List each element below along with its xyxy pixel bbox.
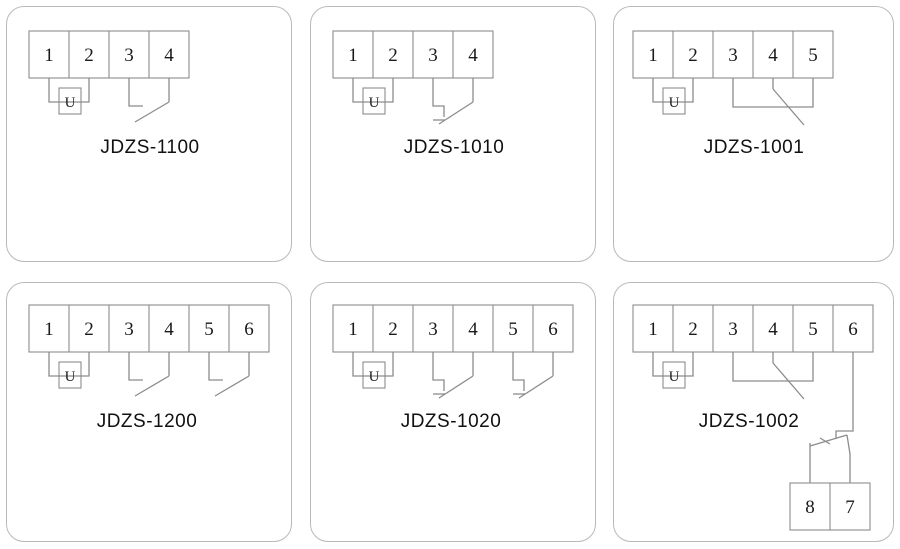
coil-label: U	[369, 95, 380, 111]
coil-symbol: U	[352, 352, 394, 389]
coil-label: U	[669, 369, 680, 385]
contact-normally-closed	[432, 78, 474, 125]
terminal-number: 5	[204, 319, 214, 340]
terminal-number: 2	[688, 45, 698, 66]
terminal-number: 1	[348, 319, 358, 340]
terminal-block: 1 2 3 4	[28, 30, 190, 79]
terminal-number: 1	[44, 319, 54, 340]
terminal-number: 4	[164, 319, 174, 340]
terminal-number: 6	[848, 319, 858, 340]
terminal-number: 3	[124, 319, 134, 340]
terminal-number: 1	[348, 45, 358, 66]
model-label: JDZS-1020	[401, 411, 502, 432]
panel-jdzs-1010: 1 2 3 4 U JDZS-1010	[310, 6, 596, 262]
coil-symbol: U	[652, 352, 694, 389]
terminal-number: 5	[508, 319, 518, 340]
terminal-number: 2	[388, 319, 398, 340]
terminal-number: 4	[768, 319, 778, 340]
contact-normally-open	[128, 78, 170, 123]
coil-label: U	[369, 369, 380, 385]
contact-normally-closed-1	[432, 352, 474, 399]
terminal-number: 5	[808, 45, 818, 66]
model-label: JDZS-1100	[100, 137, 199, 158]
terminal-number: 8	[805, 497, 815, 518]
coil-label: U	[669, 95, 680, 111]
coil-label: U	[65, 95, 76, 111]
aux-contact-normally-closed	[809, 352, 854, 483]
coil-label: U	[65, 369, 76, 385]
terminal-number: 7	[845, 497, 855, 518]
contact-changeover	[732, 352, 814, 400]
terminal-number: 4	[468, 319, 478, 340]
terminal-block: 1 2 3 4 5 6	[632, 304, 874, 353]
terminal-number: 4	[468, 45, 478, 66]
terminal-block: 1 2 3 4 5 6	[28, 304, 270, 353]
contact-normally-open-1	[128, 352, 170, 397]
terminal-number: 2	[84, 319, 94, 340]
contact-changeover	[732, 78, 814, 126]
panel-jdzs-1020: 1 2 3 4 5 6 U JDZS-1020	[310, 282, 596, 542]
terminal-number: 3	[428, 45, 438, 66]
terminal-number: 3	[728, 45, 738, 66]
terminal-number: 2	[84, 45, 94, 66]
terminal-number: 3	[124, 45, 134, 66]
terminal-block: 1 2 3 4 5	[632, 30, 834, 79]
terminal-block: 1 2 3 4 5 6	[332, 304, 574, 353]
terminal-number: 1	[648, 319, 658, 340]
coil-symbol: U	[48, 352, 90, 389]
terminal-number: 4	[768, 45, 778, 66]
terminal-number: 1	[44, 45, 54, 66]
terminal-number: 3	[728, 319, 738, 340]
panel-jdzs-1100: 1 2 3 4 U JDZS-1100	[6, 6, 292, 262]
aux-terminal-block: 8 7	[789, 482, 871, 531]
terminal-number: 2	[388, 45, 398, 66]
panel-jdzs-1002: 1 2 3 4 5 6 U JDZS-1002	[613, 282, 894, 542]
coil-symbol: U	[652, 78, 694, 115]
coil-symbol: U	[352, 78, 394, 115]
contact-normally-closed-2	[512, 352, 554, 399]
terminal-number: 3	[428, 319, 438, 340]
terminal-number: 4	[164, 45, 174, 66]
contact-normally-open-2	[208, 352, 250, 397]
terminal-number: 5	[808, 319, 818, 340]
panel-jdzs-1001: 1 2 3 4 5 U JDZS-1001	[613, 6, 894, 262]
model-label: JDZS-1200	[97, 411, 198, 432]
terminal-number: 2	[688, 319, 698, 340]
model-label: JDZS-1010	[404, 137, 505, 158]
coil-symbol: U	[48, 78, 90, 115]
terminal-block: 1 2 3 4	[332, 30, 494, 79]
model-label: JDZS-1002	[699, 411, 800, 432]
panel-jdzs-1200: 1 2 3 4 5 6 U JDZS-1200	[6, 282, 292, 542]
terminal-number: 6	[548, 319, 558, 340]
model-label: JDZS-1001	[704, 137, 805, 158]
terminal-number: 1	[648, 45, 658, 66]
terminal-number: 6	[244, 319, 254, 340]
